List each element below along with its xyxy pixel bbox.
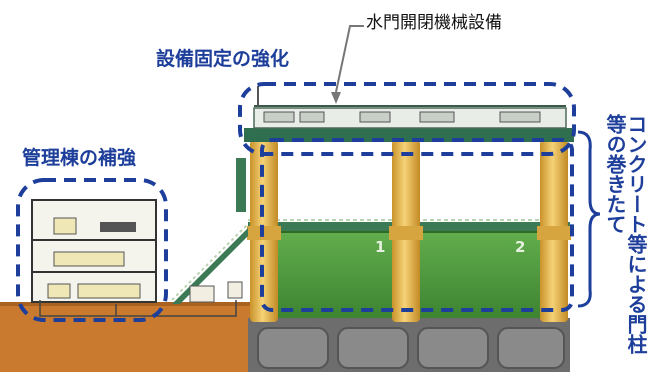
gate-number-1: 1: [375, 238, 385, 256]
side-tower: [236, 158, 246, 212]
dashed-outlines: [16, 82, 576, 322]
label-equipment-fixing: 設備固定の強化: [156, 48, 290, 70]
stair-ramp: [171, 223, 249, 304]
right-brace: [577, 130, 601, 308]
callout-arrow: [331, 25, 364, 104]
label-gate-machinery: 水門開閉機械設備: [366, 13, 502, 33]
gate-number-2: 2: [515, 238, 525, 256]
foundation: [248, 318, 570, 372]
label-pillar-wrapping: コンクリート等による門柱等の巻きたて: [603, 114, 648, 354]
gate-panels: [268, 231, 550, 318]
top-deck: [244, 86, 574, 142]
admin-building: [31, 199, 237, 317]
ground: [0, 302, 250, 372]
label-admin-building: 管理棟の補強: [22, 147, 137, 169]
